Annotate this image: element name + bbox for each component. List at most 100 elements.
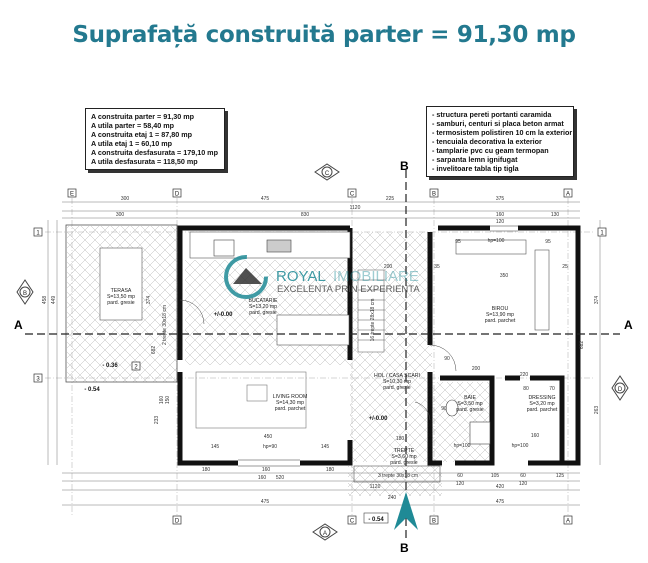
room-living: LIVING ROOM S=14,30 mp pard. parchet [273, 394, 308, 412]
svg-text:LIVING ROOM: LIVING ROOM [273, 394, 308, 400]
dimension: 449 [51, 296, 57, 305]
watermark-slogan: EXCELENTA PRIN EXPERIENTA [277, 284, 420, 295]
dimension: 475 [261, 196, 270, 202]
dimension: 120 [496, 219, 505, 225]
dimension: 300 [116, 212, 125, 218]
dimension: 180 [396, 436, 405, 442]
axis-label: A [566, 519, 570, 525]
svg-text:HOL / CASA SCARI: HOL / CASA SCARI [374, 373, 420, 379]
desk [455, 239, 527, 255]
wardrobe [534, 249, 550, 331]
dimension: 60 [520, 473, 526, 479]
axis-tag-a [563, 188, 573, 198]
elevation-marker-c: C [314, 163, 340, 181]
svg-text:S=10,30 mp: S=10,30 mp [383, 379, 411, 385]
dimension: 130 [551, 212, 560, 218]
specs-box: - structura pereti portanti caramida - s… [426, 106, 574, 177]
elevation-marker-d: D [611, 375, 629, 401]
svg-text:pard. parchet: pard. parchet [527, 407, 558, 413]
axis-label: D [175, 192, 180, 198]
dimension: 520 [276, 475, 285, 481]
dimension: hp=100 [512, 443, 529, 449]
svg-text:pard. gresie: pard. gresie [390, 460, 418, 466]
watermark-brand: IMOBILIARE [333, 268, 419, 285]
dimension: 374 [146, 296, 152, 305]
dimension: 374 [594, 296, 600, 305]
inner-stairs [357, 269, 385, 353]
svg-text:C: C [325, 171, 330, 177]
dimension: 120 [456, 481, 465, 487]
svg-text:B: B [23, 291, 27, 297]
spec-line: - tamplarie pvc cu geam termopan [432, 146, 549, 155]
dimension: 145 [211, 444, 220, 450]
dimension: 300 [121, 196, 130, 202]
stairs-label: 16 trepte 28x18 cm [370, 299, 376, 342]
dimension: 830 [301, 212, 310, 218]
dimension: 420 [496, 484, 505, 490]
area-line: A utila parter = 58,40 mp [91, 121, 175, 130]
dimension: 1120 [350, 205, 361, 211]
page-title: Suprafață construită parter = 91,30 mp [72, 22, 576, 48]
side-stairs-label: 2 trepte 30x18 cm [162, 305, 168, 345]
doors [179, 299, 457, 421]
svg-text:TREPTE: TREPTE [394, 448, 415, 454]
elevation-marker-b: B [16, 279, 34, 305]
section-a-left: A [14, 318, 23, 332]
toilet-icon [445, 399, 459, 417]
spec-line: - invelitoare tabla tip tigla [432, 164, 519, 173]
dimension: 95 [455, 239, 461, 245]
dimension: 200 [384, 264, 393, 270]
axis-label: 3 [36, 377, 40, 383]
axis-label: 1 [600, 231, 604, 237]
svg-text:S=14,30 mp: S=14,30 mp [276, 400, 304, 406]
axis-tag-1 [33, 227, 43, 237]
svg-text:BUCATARIE: BUCATARIE [249, 298, 278, 304]
axis-tag-c [347, 188, 357, 198]
outer-steps [353, 465, 441, 483]
svg-text:S=3,60 mp: S=3,60 mp [391, 454, 416, 460]
dimension: 25 [562, 264, 568, 270]
dimension: 220 [520, 372, 529, 378]
dimension: 225 [386, 196, 395, 202]
window-lines [238, 225, 518, 467]
spec-line: - termosistem polistiren 10 cm la exteri… [432, 128, 573, 137]
terrace-table [99, 247, 143, 321]
dimension: 150 [165, 396, 171, 405]
watermark-logo: ROYAL IMOBILIARE EXCELENTA PRIN EXPERIEN… [224, 255, 420, 299]
svg-text:pard. gresie: pard. gresie [383, 385, 411, 391]
level-exterior-left: - 0.54 [84, 387, 100, 393]
svg-text:pard. gresie: pard. gresie [107, 300, 135, 306]
room-dressing: DRESSING S=3,20 mp pard. parchet [527, 395, 558, 413]
dimension: hp=100 [488, 238, 505, 244]
axis-tag-2 [131, 361, 141, 371]
svg-text:A: A [323, 531, 327, 537]
axis-label: 1 [36, 231, 40, 237]
dimension: 682 [151, 346, 157, 355]
dimension: 90 [444, 356, 450, 362]
room-hol: HOL / CASA SCARI S=10,30 mp pard. gresie [374, 373, 420, 391]
dimension: 160 [258, 475, 267, 481]
axis-tag-a-bottom [563, 515, 573, 525]
sofa [195, 371, 307, 429]
dimension: 475 [496, 499, 505, 505]
room-trepte: TREPTE S=3,60 mp pard. gresie [390, 448, 418, 466]
svg-text:S=13,50 mp: S=13,50 mp [107, 294, 135, 300]
svg-text:pard. gresie: pard. gresie [249, 310, 277, 316]
svg-text:BAIE: BAIE [464, 395, 476, 401]
axis-tag-e [67, 188, 77, 198]
area-line: A construita etaj 1 = 87,80 mp [91, 130, 192, 139]
terrace-outline [65, 224, 178, 383]
area-line: A construita desfasurata = 179,10 mp [91, 148, 218, 157]
dimension: 90 [441, 406, 447, 412]
spec-line: - samburi, centuri si placa beton armat [432, 119, 564, 128]
dimension: 160 [159, 396, 165, 405]
dimension: 375 [496, 196, 505, 202]
dimension: 160 [496, 212, 505, 218]
dimension: hp=90 [263, 444, 277, 450]
level-exterior-bottom: - 0.54 [368, 517, 384, 523]
axis-label: C [350, 192, 355, 198]
areas-box: A construita parter = 91,30 mp A utila p… [85, 108, 225, 170]
watermark-brand: ROYAL [276, 268, 326, 285]
svg-text:pard. gresie: pard. gresie [456, 407, 484, 413]
dimension: 125 [556, 473, 565, 479]
